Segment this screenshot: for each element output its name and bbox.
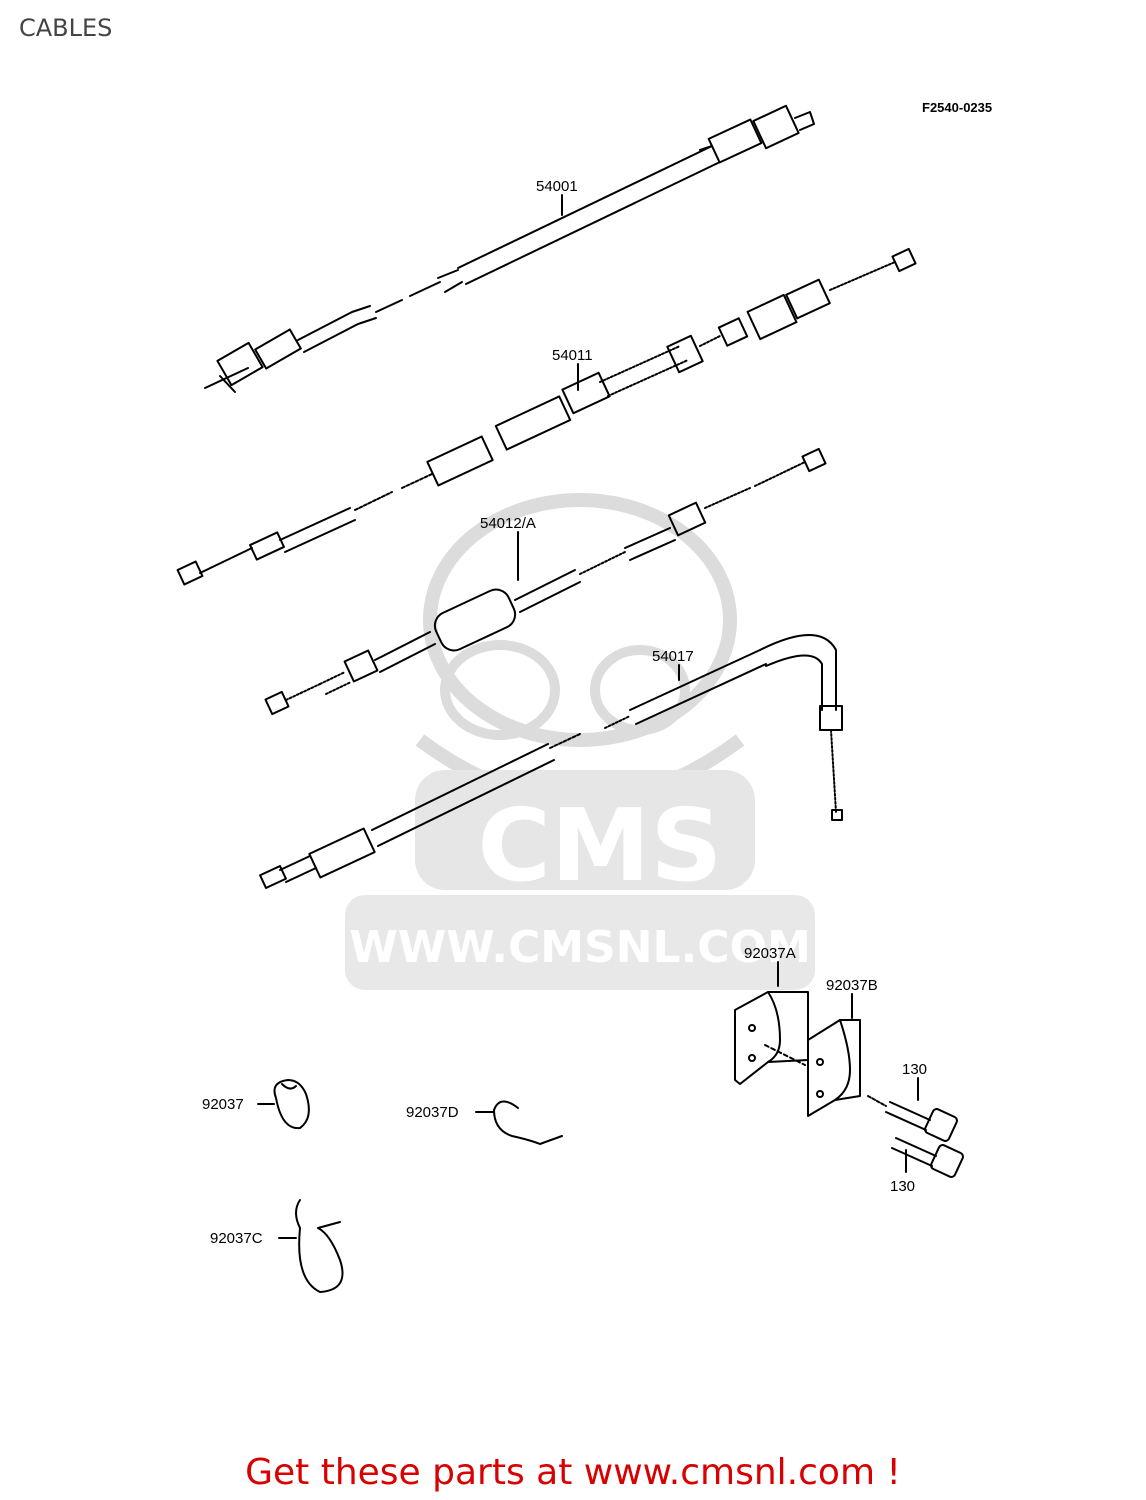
part-label-130-lower: 130 <box>890 1178 915 1195</box>
cms-watermark: CMS WWW.CMSNL.COM <box>345 493 815 990</box>
bracket-92037B <box>764 1019 861 1117</box>
page-title: CABLES <box>19 14 113 42</box>
part-label-92037: 92037 <box>202 1096 244 1113</box>
part-label-54017: 54017 <box>652 648 694 665</box>
bracket-92037A <box>734 991 809 1085</box>
part-label-130-upper: 130 <box>902 1061 927 1078</box>
watermark-brand: CMS <box>478 787 723 904</box>
footer-link[interactable]: Get these parts at www.cmsnl.com ! <box>245 1452 901 1493</box>
part-label-54011: 54011 <box>552 347 593 364</box>
ref-code: F2540-0235 <box>922 100 992 115</box>
part-label-92037C: 92037C <box>210 1230 263 1247</box>
part-label-92037D: 92037D <box>406 1104 459 1121</box>
cable-54012A <box>264 447 827 716</box>
part-label-54001: 54001 <box>536 178 578 195</box>
speedometer-cable-54001 <box>204 104 815 393</box>
clip-92037C <box>295 1199 344 1293</box>
clip-92037D <box>493 1100 563 1145</box>
part-label-92037B: 92037B <box>826 977 878 994</box>
watermark-url: WWW.CMSNL.COM <box>349 922 811 973</box>
parts-diagram: CMS WWW.CMSNL.COM F2540-0235 <box>176 100 992 1293</box>
clip-92037 <box>273 1079 310 1130</box>
cable-54011 <box>176 247 917 586</box>
cable-54017 <box>259 634 843 889</box>
part-label-92037A: 92037A <box>744 945 796 962</box>
bolt-130-upper <box>867 1095 958 1142</box>
bolt-130-lower <box>891 1137 964 1178</box>
part-label-54012A: 54012/A <box>480 515 536 532</box>
